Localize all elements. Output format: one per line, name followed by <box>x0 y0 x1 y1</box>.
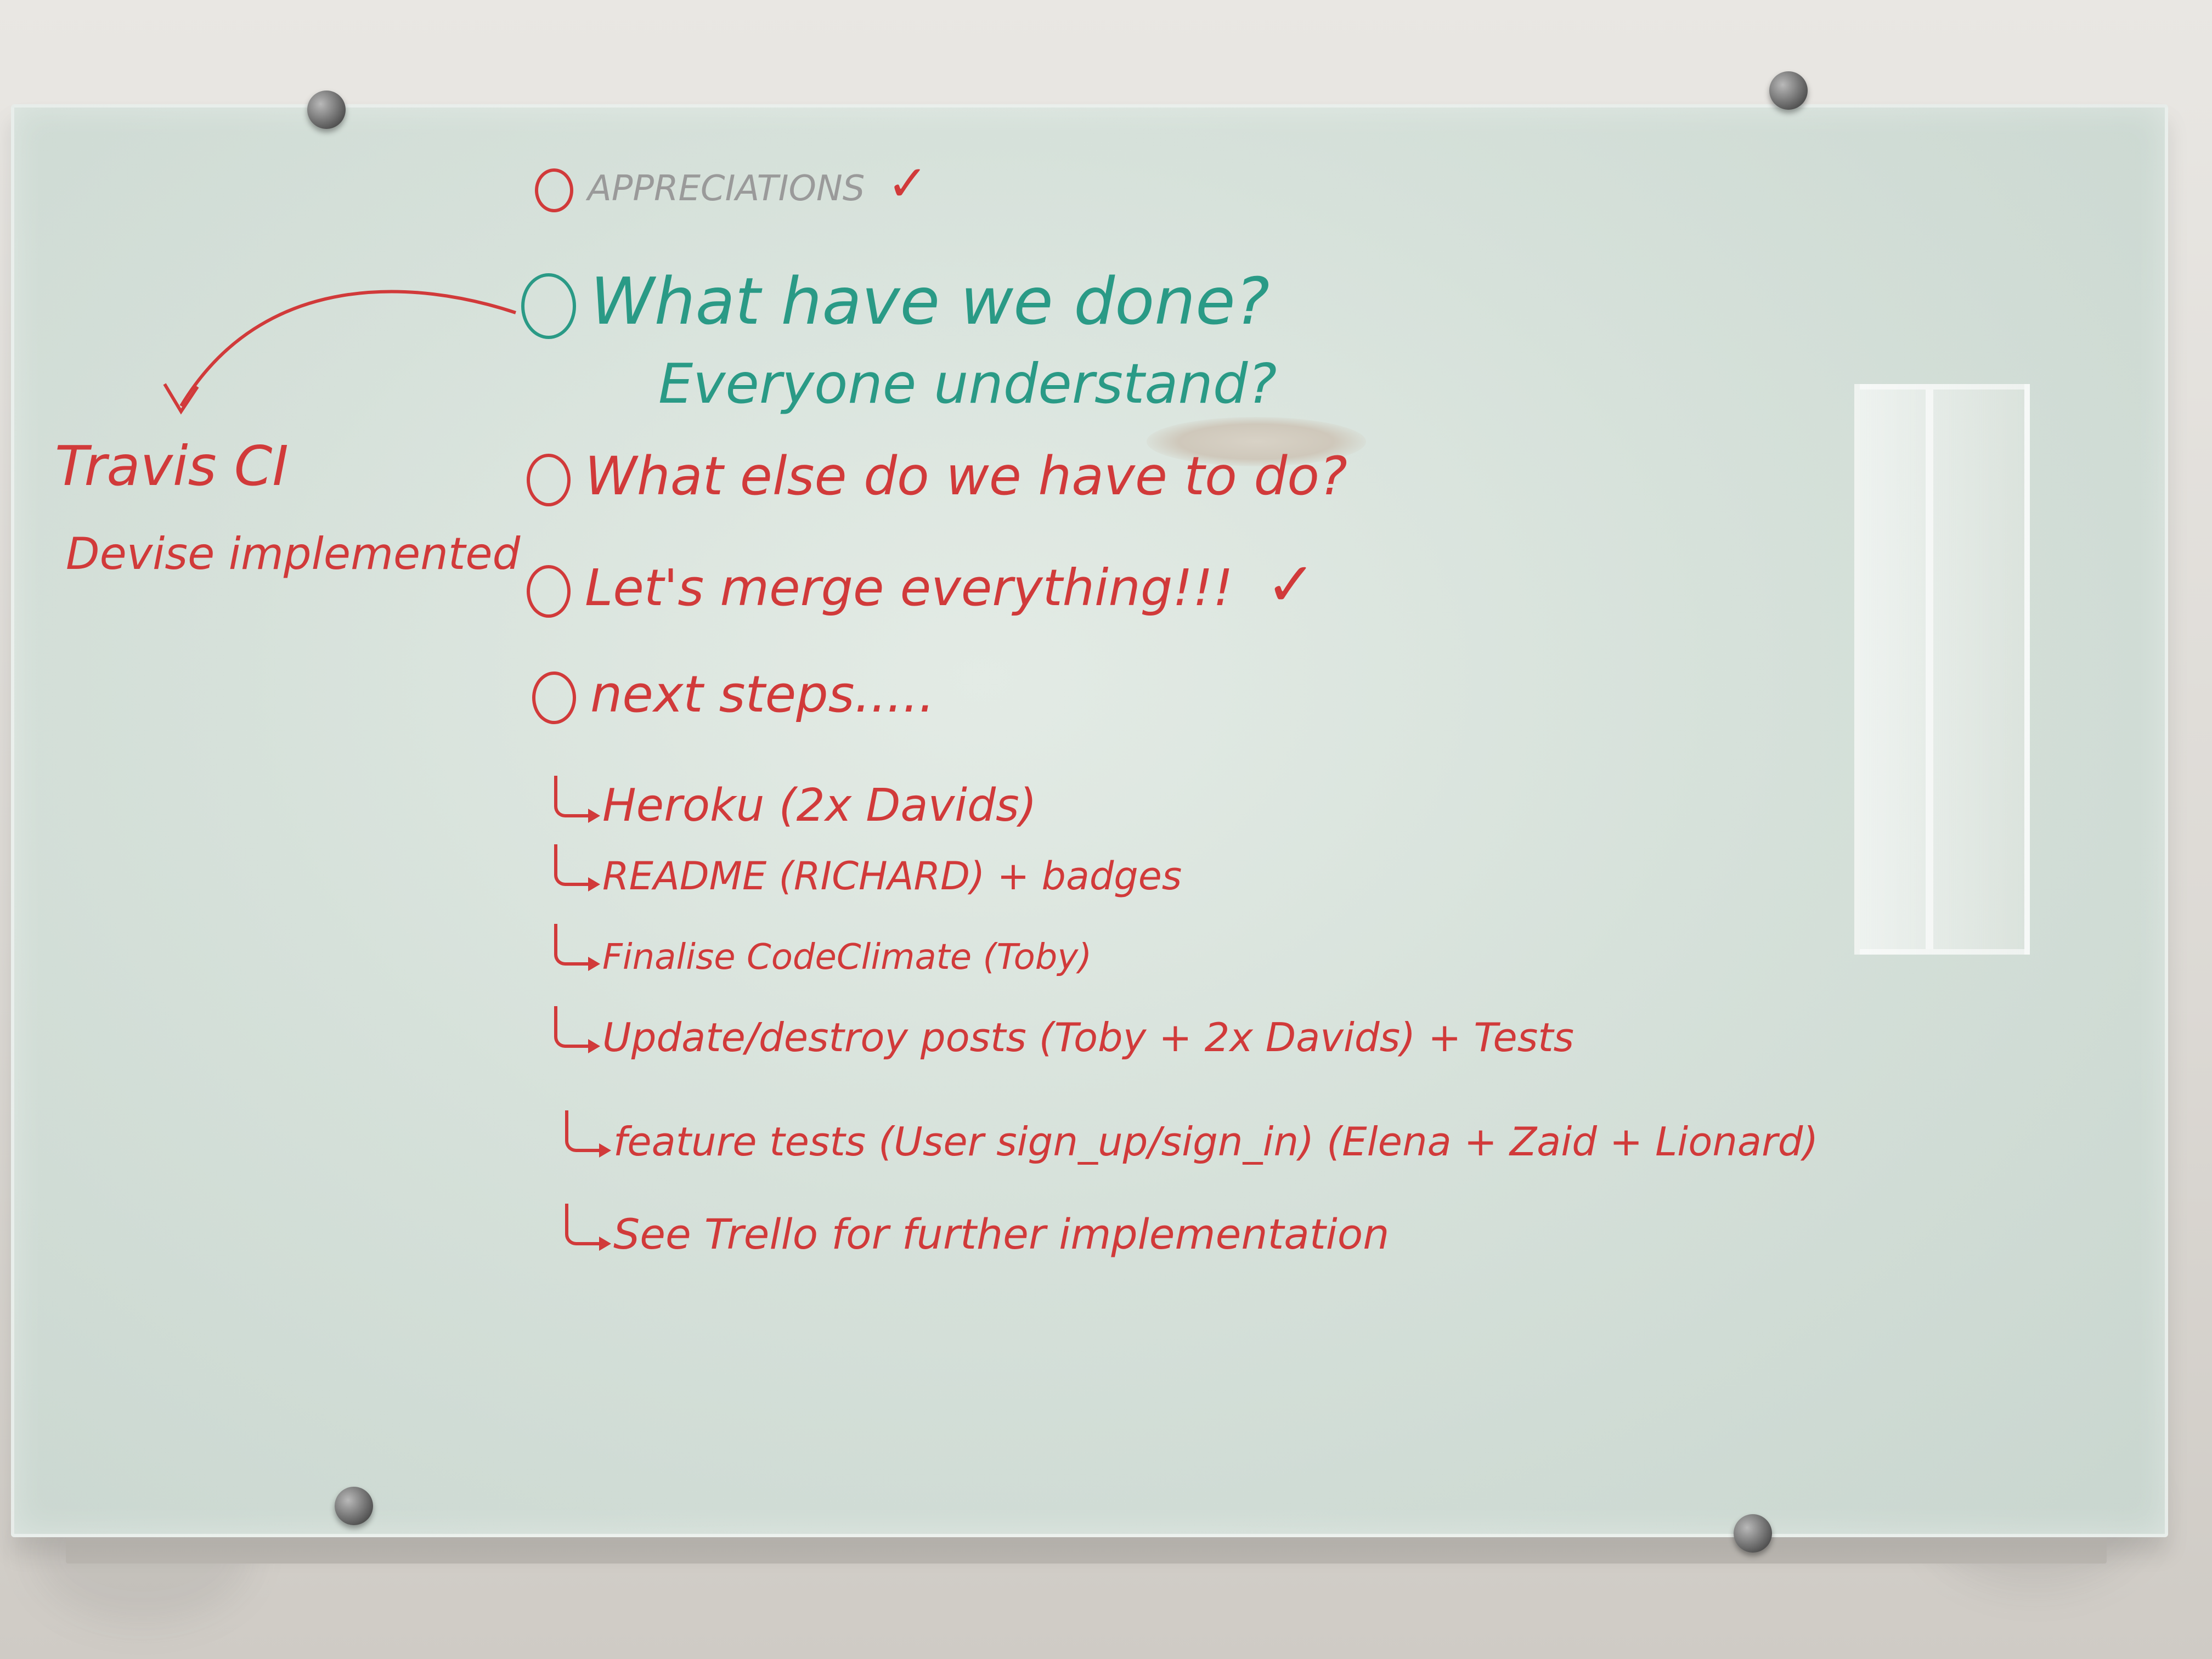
window-reflection <box>1854 384 2030 955</box>
list-item-appreciations: APPRECIATIONS ✓ <box>535 159 928 213</box>
sub-step-codeclimate: Finalise CodeClimate (Toby) <box>554 924 1092 975</box>
check-mark-icon: ✓ <box>887 155 929 212</box>
standoff-top-right <box>1769 71 1808 110</box>
bullet-circle-icon <box>527 453 571 506</box>
list-item-merge: Let's merge everything!!! ✓ <box>527 554 1316 618</box>
standoff-bottom-right <box>1734 1514 1772 1553</box>
sub-step-readme: README (RICHARD) + badges <box>554 844 1182 895</box>
sub-arrow-icon <box>565 1204 611 1251</box>
side-note-travis: Travis CI <box>55 434 289 498</box>
list-item-text: What else do we have to do? <box>585 445 1347 507</box>
list-item-text: Let's merge everything!!! <box>585 558 1233 617</box>
standoff-top-left <box>307 91 346 129</box>
sub-arrow-icon <box>565 1110 611 1158</box>
bullet-circle-icon <box>527 565 571 618</box>
side-note-devise: Devise implemented <box>66 528 521 579</box>
light-glare <box>1147 417 1366 466</box>
sub-step-feature-tests: feature tests (User sign_up/sign_in) (El… <box>565 1110 1818 1161</box>
check-mark-icon: ✓ <box>1266 549 1317 619</box>
sub-arrow-icon <box>554 776 600 823</box>
sub-step-trello: See Trello for further implementation <box>565 1204 1389 1255</box>
list-item-done: What have we done? <box>521 269 1269 339</box>
sub-arrow-icon <box>554 924 600 971</box>
curved-arrow-icon <box>163 290 516 415</box>
sub-arrow-icon <box>554 844 600 891</box>
bullet-circle-icon <box>532 671 576 724</box>
subtext-everyone-understand: Everyone understand? <box>658 352 1277 416</box>
list-item-text: APPRECIATIONS <box>588 168 865 209</box>
list-item-next-steps: next steps..... <box>532 669 935 724</box>
list-item-what-else: What else do we have to do? <box>527 450 1347 506</box>
list-item-text: next steps..... <box>590 665 935 724</box>
standoff-bottom-left <box>335 1487 373 1525</box>
bullet-circle-icon <box>521 273 576 339</box>
sub-step-heroku: Heroku (2x Davids) <box>554 776 1037 828</box>
glass-whiteboard <box>11 104 2168 1537</box>
list-item-text: What have we done? <box>590 263 1270 339</box>
sub-step-update-destroy: Update/destroy posts (Toby + 2x Davids) … <box>554 1006 1574 1057</box>
sub-arrow-icon <box>554 1006 600 1053</box>
bullet-circle-icon <box>535 168 573 213</box>
